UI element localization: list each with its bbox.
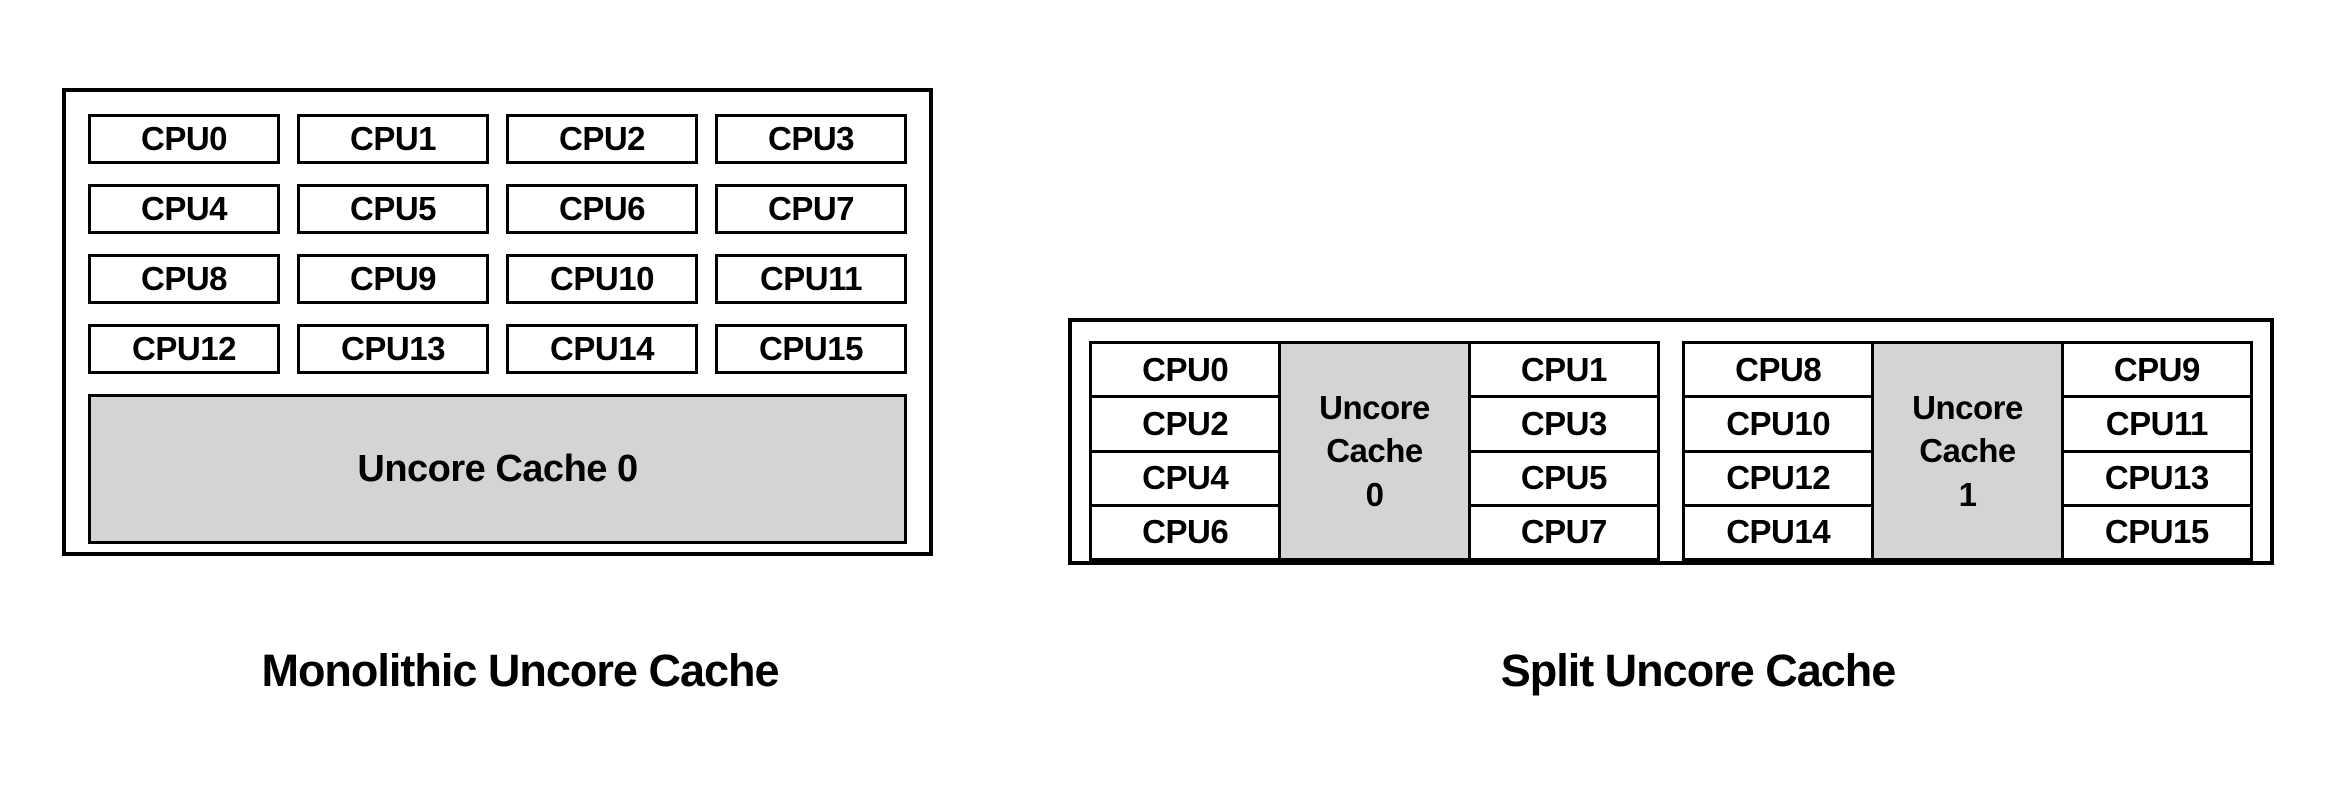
cpu-box-8: CPU8 <box>88 254 280 304</box>
cpu-box-13: CPU13 <box>297 324 489 374</box>
cpu-box-3: CPU3 <box>715 114 907 164</box>
cache-line: Cache <box>1919 432 2016 470</box>
cpu-cell: CPU7 <box>1467 503 1661 562</box>
cache-line: Uncore <box>1319 388 1430 426</box>
cache-line: Cache <box>1326 432 1423 470</box>
cpu-cell: CPU15 <box>2060 503 2254 562</box>
monolithic-caption: Monolithic Uncore Cache <box>261 645 779 696</box>
cpu-cell: CPU3 <box>1467 395 1661 453</box>
split-caption: Split Uncore Cache <box>1500 645 1897 696</box>
cpu-box-14: CPU14 <box>506 324 698 374</box>
cpu-cell: CPU12 <box>1681 449 1875 507</box>
cpu-cell: CPU13 <box>2060 449 2254 507</box>
cache-line: Uncore <box>1912 388 2023 426</box>
monolithic-cpu-grid: CPU0 CPU1 CPU2 CPU3 CPU4 CPU5 CPU6 CPU7 … <box>88 114 907 374</box>
cpu-cell: CPU8 <box>1681 340 1875 399</box>
cpu-box-2: CPU2 <box>506 114 698 164</box>
cpu-box-1: CPU1 <box>297 114 489 164</box>
cpu-cell: CPU0 <box>1088 340 1282 399</box>
cpu-box-4: CPU4 <box>88 184 280 234</box>
cpu-cell: CPU5 <box>1467 449 1661 507</box>
cpu-box-0: CPU0 <box>88 114 280 164</box>
cpu-cell: CPU14 <box>1681 503 1875 562</box>
cpu-cell: CPU6 <box>1088 503 1282 562</box>
split-diagram: CPU0 Uncore Cache 0 CPU1 CPU2 CPU3 CPU4 … <box>1068 318 2274 565</box>
cpu-box-12: CPU12 <box>88 324 280 374</box>
uncore-cache-1-cell: Uncore Cache 1 <box>1871 341 2064 561</box>
cpu-cell: CPU10 <box>1681 395 1875 453</box>
cpu-box-5: CPU5 <box>297 184 489 234</box>
cache-line: 1 <box>1958 475 1977 513</box>
cache-line: 0 <box>1365 475 1384 513</box>
cpu-cell: CPU4 <box>1088 449 1282 507</box>
cpu-box-11: CPU11 <box>715 254 907 304</box>
cpu-box-10: CPU10 <box>506 254 698 304</box>
cpu-box-9: CPU9 <box>297 254 489 304</box>
cpu-cell: CPU1 <box>1467 340 1661 399</box>
cpu-box-15: CPU15 <box>715 324 907 374</box>
cpu-cluster-1: CPU8 Uncore Cache 1 CPU9 CPU10 CPU11 CPU… <box>1681 340 2254 562</box>
uncore-cache-0-cell: Uncore Cache 0 <box>1278 341 1471 561</box>
uncore-cache-0-box: Uncore Cache 0 <box>88 394 907 544</box>
cpu-box-6: CPU6 <box>506 184 698 234</box>
cpu-cell: CPU2 <box>1088 395 1282 453</box>
cpu-cell: CPU9 <box>2060 340 2254 399</box>
monolithic-diagram: CPU0 CPU1 CPU2 CPU3 CPU4 CPU5 CPU6 CPU7 … <box>62 88 933 556</box>
cpu-box-7: CPU7 <box>715 184 907 234</box>
cpu-cluster-0: CPU0 Uncore Cache 0 CPU1 CPU2 CPU3 CPU4 … <box>1088 340 1661 562</box>
cpu-cell: CPU11 <box>2060 395 2254 453</box>
